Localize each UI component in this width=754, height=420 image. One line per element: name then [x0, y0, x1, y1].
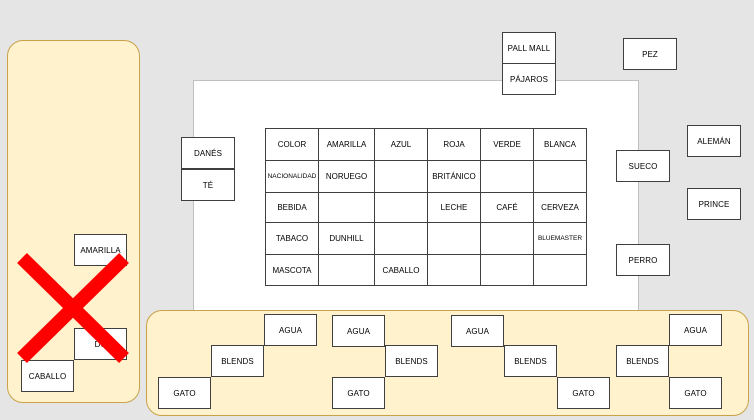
- grid-cell[interactable]: BLUEMASTER: [533, 222, 587, 255]
- grid-cell[interactable]: NORUEGO: [318, 160, 375, 193]
- grid-header-bebida: BEBIDA: [265, 192, 319, 223]
- card-pall-mall[interactable]: PALL MALL: [502, 32, 556, 64]
- card-blends[interactable]: BLENDS: [385, 345, 438, 377]
- grid-cell[interactable]: [318, 192, 375, 223]
- grid-cell[interactable]: [480, 254, 534, 286]
- card-aleman[interactable]: ALEMÁN: [687, 125, 741, 157]
- grid-cell[interactable]: [374, 160, 428, 193]
- grid-cell[interactable]: DUNHILL: [318, 222, 375, 255]
- card-prince[interactable]: PRINCE: [687, 188, 741, 220]
- card-gato[interactable]: GATO: [669, 377, 722, 409]
- card-sueco[interactable]: SUECO: [616, 150, 670, 182]
- grid-cell[interactable]: [427, 254, 481, 286]
- card-danes[interactable]: DANÉS: [181, 137, 235, 169]
- card-pajaros[interactable]: PÁJAROS: [502, 63, 556, 95]
- grid-cell[interactable]: BLANCA: [533, 128, 587, 161]
- grid-cell[interactable]: [533, 160, 587, 193]
- grid-cell[interactable]: ROJA: [427, 128, 481, 161]
- card-blends[interactable]: BLENDS: [504, 345, 557, 377]
- delete-x-icon: [17, 253, 129, 363]
- grid-cell[interactable]: CAFÉ: [480, 192, 534, 223]
- card-amarilla[interactable]: AMARILLA: [74, 234, 127, 266]
- card-gato[interactable]: GATO: [158, 377, 211, 409]
- card-agua[interactable]: AGUA: [669, 314, 722, 346]
- card-te[interactable]: TÉ: [181, 169, 235, 201]
- grid-header-mascota: MASCOTA: [265, 254, 319, 286]
- grid-cell[interactable]: CABALLO: [374, 254, 428, 286]
- grid-cell[interactable]: [374, 222, 428, 255]
- grid-cell[interactable]: [318, 254, 375, 286]
- card-gato[interactable]: GATO: [557, 377, 610, 409]
- grid-cell[interactable]: AZUL: [374, 128, 428, 161]
- grid-header-tabaco: TABACO: [265, 222, 319, 255]
- card-agua[interactable]: AGUA: [451, 315, 504, 347]
- grid-cell[interactable]: [374, 192, 428, 223]
- card-blends[interactable]: BLENDS: [211, 345, 264, 377]
- card-gato[interactable]: GATO: [332, 377, 385, 409]
- grid-cell[interactable]: AMARILLA: [318, 128, 375, 161]
- card-agua[interactable]: AGUA: [264, 314, 317, 346]
- grid-cell[interactable]: VERDE: [480, 128, 534, 161]
- grid-cell[interactable]: [480, 160, 534, 193]
- grid-header-nacionalidad: NACIONALIDAD: [265, 160, 319, 193]
- grid-cell[interactable]: LECHE: [427, 192, 481, 223]
- grid-cell[interactable]: [427, 222, 481, 255]
- card-pez[interactable]: PEZ: [623, 38, 677, 70]
- grid-cell[interactable]: BRITÁNICO: [427, 160, 481, 193]
- card-blends[interactable]: BLENDS: [616, 345, 669, 377]
- grid-cell[interactable]: [480, 222, 534, 255]
- grid-cell[interactable]: [533, 254, 587, 286]
- card-perro[interactable]: PERRO: [616, 244, 670, 276]
- grid-cell[interactable]: CERVEZA: [533, 192, 587, 223]
- grid-header-color: COLOR: [265, 128, 319, 161]
- card-agua[interactable]: AGUA: [332, 315, 385, 347]
- card-caballo[interactable]: CABALLO: [21, 360, 74, 392]
